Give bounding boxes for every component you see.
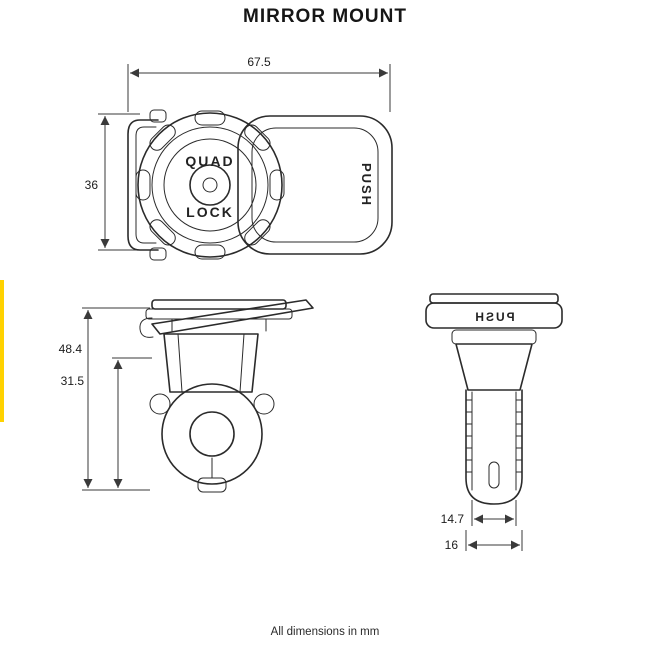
mount-body xyxy=(163,333,259,393)
extension-lines-48-4 xyxy=(82,307,150,491)
mount-hub-center xyxy=(202,177,218,193)
mount-head-ring xyxy=(151,126,269,244)
brand-quad-label: QUAD xyxy=(185,153,234,169)
clamp-ear-right xyxy=(253,393,275,415)
dimension-value-top-height: 36 xyxy=(85,178,99,192)
push-label-top-view: PUSH xyxy=(359,163,374,207)
dimension-value-front-total: 48.4 xyxy=(59,342,83,356)
clamp-tab-bottom xyxy=(149,247,167,261)
side-head xyxy=(425,302,563,329)
brand-lock-label: LOCK xyxy=(186,204,234,220)
clamp-bracket-inner xyxy=(135,126,157,244)
front-view-part xyxy=(139,299,314,493)
clamp-tab-top xyxy=(149,109,167,123)
page-title: MIRROR MOUNT xyxy=(243,6,407,27)
clamp-bracket-outline xyxy=(127,119,159,251)
lever-arm-outline xyxy=(237,115,393,255)
side-stem xyxy=(465,389,523,505)
side-neck xyxy=(455,343,533,391)
bezel-tab xyxy=(149,219,176,246)
extension-lines-16 xyxy=(465,530,523,551)
extension-lines-67-5 xyxy=(127,64,391,112)
lever-arm-inner xyxy=(251,127,379,243)
stem-slot xyxy=(488,461,500,489)
bezel-tab xyxy=(194,244,226,260)
stem-shim-ribs xyxy=(465,391,523,491)
top-view-part: QUAD LOCK PUSH xyxy=(127,109,393,261)
dimension-value-side-inner: 14.7 xyxy=(441,512,465,526)
mount-head-inner-ring xyxy=(163,138,257,232)
bezel-tab xyxy=(194,110,226,126)
bezel-tab xyxy=(269,169,285,201)
mount-plate-base xyxy=(145,308,293,320)
push-label-side-view-mirrored: PUSH xyxy=(473,310,514,324)
mount-body-details xyxy=(177,333,245,393)
bar-hole xyxy=(189,411,235,457)
mount-plate-top xyxy=(151,299,287,310)
scalloped-bezel xyxy=(135,110,285,260)
lever-pivot-hook xyxy=(139,317,154,338)
clamp-ear-left xyxy=(149,393,171,415)
clamp-ring xyxy=(161,383,263,485)
dimensions-note: All dimensions in mm xyxy=(270,626,380,638)
mount-hub-circle xyxy=(189,164,231,206)
front-view-dimensions: 48.4 31.5 xyxy=(59,307,152,491)
side-view-dimensions: 14.7 16 xyxy=(441,500,523,552)
side-plate-top xyxy=(429,293,559,304)
bezel-tab xyxy=(149,124,176,151)
side-view-part: PUSH xyxy=(425,293,563,505)
clamp-foot xyxy=(197,477,227,493)
dimension-value-front-lower: 31.5 xyxy=(61,374,85,388)
accent-bar xyxy=(0,280,4,422)
dimension-value-side-outer: 16 xyxy=(445,538,459,552)
release-lever xyxy=(151,299,314,335)
top-view-dimensions: 67.5 36 xyxy=(85,55,391,251)
bezel-tab xyxy=(135,169,151,201)
side-collar xyxy=(451,329,537,345)
extension-lines-36 xyxy=(98,113,140,251)
dimension-value-top-width: 67.5 xyxy=(247,55,271,69)
mount-head-outer-circle xyxy=(137,112,283,258)
extension-lines-14-7 xyxy=(471,500,517,526)
